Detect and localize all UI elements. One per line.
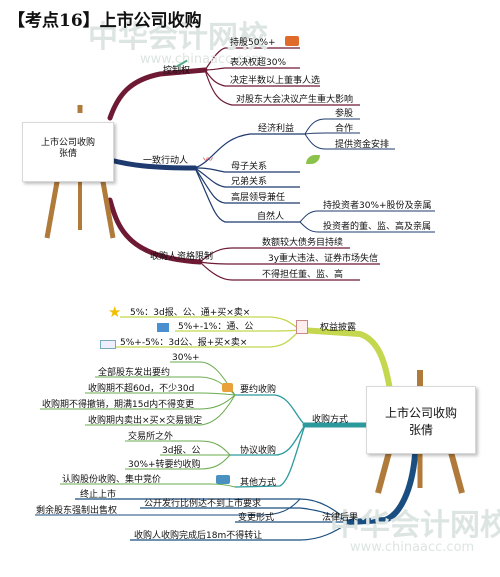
watermark-url-top: www.chinaacc.com xyxy=(140,52,265,67)
item-muzi[interactable]: 母子关系 xyxy=(231,162,268,172)
leaf-icon xyxy=(306,155,320,164)
watermark-url-bottom: www.chinaacc.com xyxy=(350,540,475,555)
keyboard-icon xyxy=(100,340,116,349)
item-buderendan[interactable]: 不得担任董、监、高 xyxy=(262,270,344,280)
document-icon xyxy=(296,320,308,334)
item-yaoyue-qixian[interactable]: 收购期不超60d，不少30d xyxy=(88,384,195,394)
book-icon xyxy=(157,323,169,332)
item-yaoyue-suoding[interactable]: 收购期内卖出×买×交易锁定 xyxy=(88,416,203,426)
item-quanyi-5[interactable]: 5%：3d报、公、通+买×卖× xyxy=(130,308,251,318)
item-quanyi-1[interactable]: 5%+-1%：通、公 xyxy=(178,322,254,332)
item-yaoyue-30[interactable]: 30%+ xyxy=(172,353,200,363)
root-author: 张倩 xyxy=(58,149,77,159)
item-yaoyue-quanbu[interactable]: 全部股东发出要约 xyxy=(98,368,171,378)
node-xieyi[interactable]: 协议收购 xyxy=(240,446,277,456)
truck-icon xyxy=(216,475,230,484)
branch-falv xyxy=(347,452,418,525)
item-quanyi-55[interactable]: 5%+-5%：3d公、报+买×卖× xyxy=(120,338,248,348)
branch-label-shougou[interactable]: 收购方式 xyxy=(312,415,349,425)
item-zhaiwu[interactable]: 数额较大债务目持续 xyxy=(262,238,344,248)
item-xiongdi[interactable]: 兄弟关系 xyxy=(231,177,268,187)
branch-yizhi xyxy=(107,157,198,171)
watermark-logo-top: 中华会计网校 xyxy=(88,20,268,55)
root-node-bottom[interactable]: 上市公司收购 张倩 xyxy=(366,386,476,454)
badge-icon xyxy=(222,383,233,392)
branch-label-zige[interactable]: 收购人资格限制 xyxy=(150,252,214,262)
item-falv-18m[interactable]: 收购人收购完成后18m不得转让 xyxy=(134,531,263,541)
item-chigu[interactable]: 持股50%+ xyxy=(230,38,276,48)
branch-kongzhiquan xyxy=(107,67,208,121)
item-xieyi-3d[interactable]: 3d报、公 xyxy=(162,446,201,456)
item-xieyi-30[interactable]: 30%+转要约收购 xyxy=(128,460,201,470)
root-title: 上市公司收购 xyxy=(40,138,95,148)
page-title: 【考点16】上市公司收购 xyxy=(8,11,202,31)
root-node-top[interactable]: 上市公司收购 张倩 xyxy=(22,122,114,182)
item-gaoceng[interactable]: 高层领导兼任 xyxy=(231,193,286,203)
node-yaoyue[interactable]: 要约收购 xyxy=(240,385,277,395)
branch-label-falv[interactable]: 法律后果 xyxy=(322,513,359,523)
root-title-bottom: 上市公司收购 xyxy=(384,406,457,420)
node-ziran[interactable]: 自然人 xyxy=(257,212,285,222)
item-zijin[interactable]: 提供资金安排 xyxy=(335,140,390,150)
item-falv-shengyu[interactable]: 剩余股东强制出售权 xyxy=(36,506,118,516)
item-dongshi[interactable]: 决定半数以上董事人选 xyxy=(230,76,321,86)
item-falv-biangeng[interactable]: 变更形式 xyxy=(238,513,275,523)
branch-zige xyxy=(107,197,203,265)
item-cangu[interactable]: 参股 xyxy=(335,109,354,119)
item-dongjiangao[interactable]: 投资者的董、监、高及亲属 xyxy=(323,222,432,232)
item-xieyi-jiaoyisuo[interactable]: 交易所之外 xyxy=(128,432,174,442)
item-yaoyue-chexiao[interactable]: 收购期不得撤销，期满15d内不得变更 xyxy=(42,400,195,410)
branch-quanyi xyxy=(297,327,393,393)
briefcase-icon xyxy=(285,36,299,46)
item-hezuo[interactable]: 合作 xyxy=(335,124,354,134)
branch-label-yizhi[interactable]: 一致行动人 xyxy=(143,156,189,166)
item-falv-gongkai[interactable]: 公开发行比例达不到上市要求 xyxy=(144,499,262,509)
node-jingji[interactable]: 经济利益 xyxy=(258,124,295,134)
item-touzizhe[interactable]: 持投资者30%+股份及亲属 xyxy=(323,201,432,211)
item-biaojue[interactable]: 表决权超30% xyxy=(230,58,287,68)
item-gudonghui[interactable]: 对股东大会决议产生重大影响 xyxy=(236,95,354,105)
item-qita-rengou[interactable]: 认购股份收购、集中竞价 xyxy=(62,475,162,485)
star-icon: ★ xyxy=(108,303,122,321)
watermark-logo-bottom: 中华会计网校 xyxy=(330,508,500,543)
item-falv-zhongzhi[interactable]: 终止上市 xyxy=(80,490,117,500)
root-author-bottom: 张倩 xyxy=(408,423,433,437)
node-qita[interactable]: 其他方式 xyxy=(240,478,277,488)
squiggle-icon: 〰 xyxy=(203,155,213,166)
branch-label-kongzhiquan[interactable]: 控制权 xyxy=(163,66,191,76)
item-weifa[interactable]: 3y重大违法、证券市场失信 xyxy=(268,254,379,264)
branch-label-quanyi[interactable]: 权益披露 xyxy=(320,323,357,333)
